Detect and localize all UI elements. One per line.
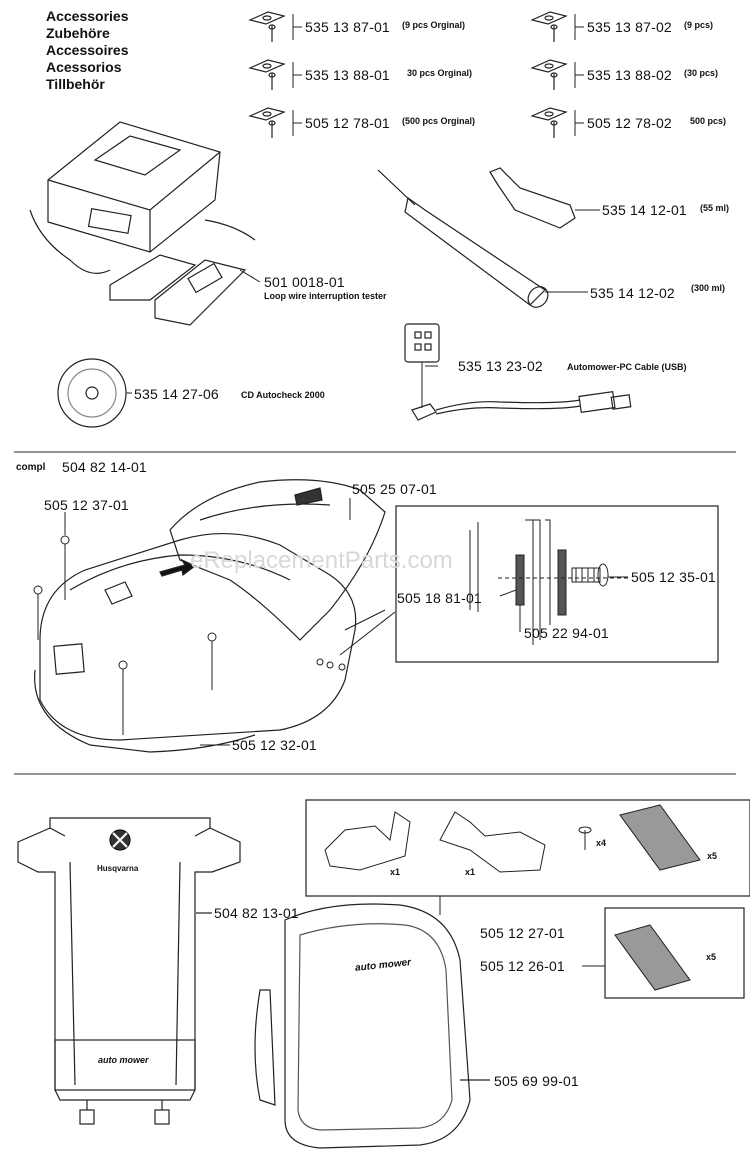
quantity: x1	[390, 867, 401, 877]
part-description: Loop wire interruption tester	[264, 291, 387, 301]
bracket-kit-parts	[324, 804, 701, 873]
part-number: 535 13 88-02	[587, 67, 672, 83]
part-number: 505 18 81-01	[397, 590, 482, 606]
carry-bag-drawing	[254, 903, 490, 1149]
part-number: 505 12 37-01	[44, 497, 129, 513]
part-note: (30 pcs)	[684, 68, 719, 78]
part-number: 535 13 87-01	[305, 19, 390, 35]
part-note: (55 ml)	[700, 203, 730, 213]
part-note: 500 pcs)	[690, 116, 727, 126]
part-number: 535 13 88-01	[305, 67, 390, 83]
sealant-cartridge-drawing	[377, 169, 588, 308]
part-note: (300 ml)	[691, 283, 726, 293]
title-german: Zubehöre	[46, 25, 110, 41]
cd-drawing	[57, 358, 132, 428]
part-number: 505 12 78-02	[587, 115, 672, 131]
part-number: 505 12 35-01	[631, 569, 716, 585]
mower-screws	[33, 498, 396, 746]
title-french: Accessoires	[46, 42, 129, 58]
part-number: 504 82 14-01	[62, 459, 147, 475]
wire-cover-box	[604, 907, 745, 999]
quantity: x5	[706, 952, 717, 962]
detail-inset-box	[395, 505, 719, 663]
part-number: 505 69 99-01	[494, 1073, 579, 1089]
title-swedish: Tillbehör	[46, 76, 105, 92]
clip-icon-group-right	[530, 11, 568, 138]
quantity: x1	[465, 867, 476, 877]
quantity: x4	[596, 838, 607, 848]
quantity: x5	[707, 851, 718, 861]
part-note: (9 pcs)	[684, 20, 714, 30]
watermark: eReplacementParts.com	[190, 547, 453, 574]
part-number: 505 12 32-01	[232, 737, 317, 753]
title-english: Accessories	[46, 8, 129, 24]
part-number: 505 12 78-01	[305, 115, 390, 131]
carry-frame-drawing	[17, 817, 241, 1125]
section-title: Accessories Zubehöre Accessoires Acessor…	[46, 8, 129, 93]
part-number: 501 0018-01	[264, 274, 345, 290]
part-number: 535 14 12-02	[590, 285, 675, 301]
part-description: Automower-PC Cable (USB)	[567, 362, 687, 372]
tester-case-drawing	[29, 121, 256, 326]
clip-icon-group-left	[248, 11, 286, 138]
bracket-kit-box	[305, 799, 750, 897]
usb-cable-drawing	[404, 323, 632, 421]
part-number: 504 82 13-01	[214, 905, 299, 921]
part-number: 535 14 12-01	[602, 202, 687, 218]
assembly-arrow	[159, 558, 197, 577]
husqvarna-logo	[109, 829, 131, 851]
mower-cover-drawing	[169, 479, 386, 641]
part-number: 535 14 27-06	[134, 386, 219, 402]
brand-husqvarna: Husqvarna	[97, 864, 139, 873]
part-prefix: compl	[16, 462, 46, 473]
part-number: 505 22 94-01	[524, 625, 609, 641]
detail-inset-parts	[469, 519, 630, 645]
mower-body-drawing	[34, 532, 357, 753]
part-number: 535 13 87-02	[587, 19, 672, 35]
part-note: (500 pcs Orginal)	[402, 116, 476, 126]
part-note: (9 pcs Orginal)	[402, 20, 466, 30]
title-portuguese: Acessorios	[46, 59, 122, 75]
part-description: CD Autocheck 2000	[241, 390, 325, 400]
part-number: 535 13 23-02	[458, 358, 543, 374]
part-number: 505 12 27-01	[480, 925, 565, 941]
part-number: 505 25 07-01	[352, 481, 437, 497]
part-note: 30 pcs Orginal)	[407, 68, 473, 78]
brand-automower: auto mower	[98, 1055, 149, 1065]
part-number: 505 12 26-01	[480, 958, 565, 974]
sealant-tube-drawing	[489, 167, 600, 229]
